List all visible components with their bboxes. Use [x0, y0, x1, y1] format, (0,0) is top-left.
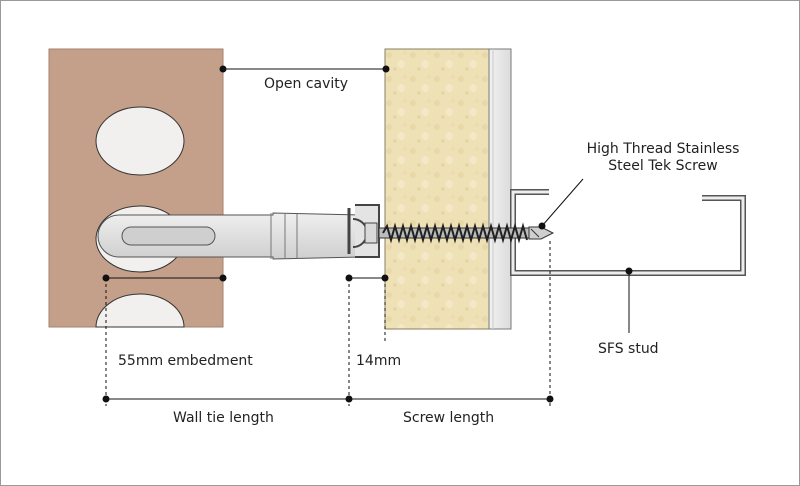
sheathing-board	[488, 48, 512, 330]
sfs-stud-label: SFS stud	[598, 341, 659, 357]
gap-label: 14mm	[356, 353, 402, 369]
screw-callout-line1: High Thread Stainless	[586, 141, 740, 157]
dimension-lines	[102, 65, 633, 406]
screw-callout-label: High Thread Stainless Steel Tek Screw	[563, 141, 763, 175]
insulation-layer	[384, 48, 490, 330]
screw-callout-line2: Steel Tek Screw	[608, 158, 718, 174]
embedment-label: 55mm embedment	[118, 353, 253, 369]
open-cavity-label: Open cavity	[264, 76, 349, 92]
brick-leaf	[48, 48, 224, 328]
wall-tie	[97, 212, 362, 260]
screw-length-label: Screw length	[403, 410, 495, 426]
tek-screw	[378, 222, 555, 244]
wall-tie-length-label: Wall tie length	[173, 410, 274, 426]
